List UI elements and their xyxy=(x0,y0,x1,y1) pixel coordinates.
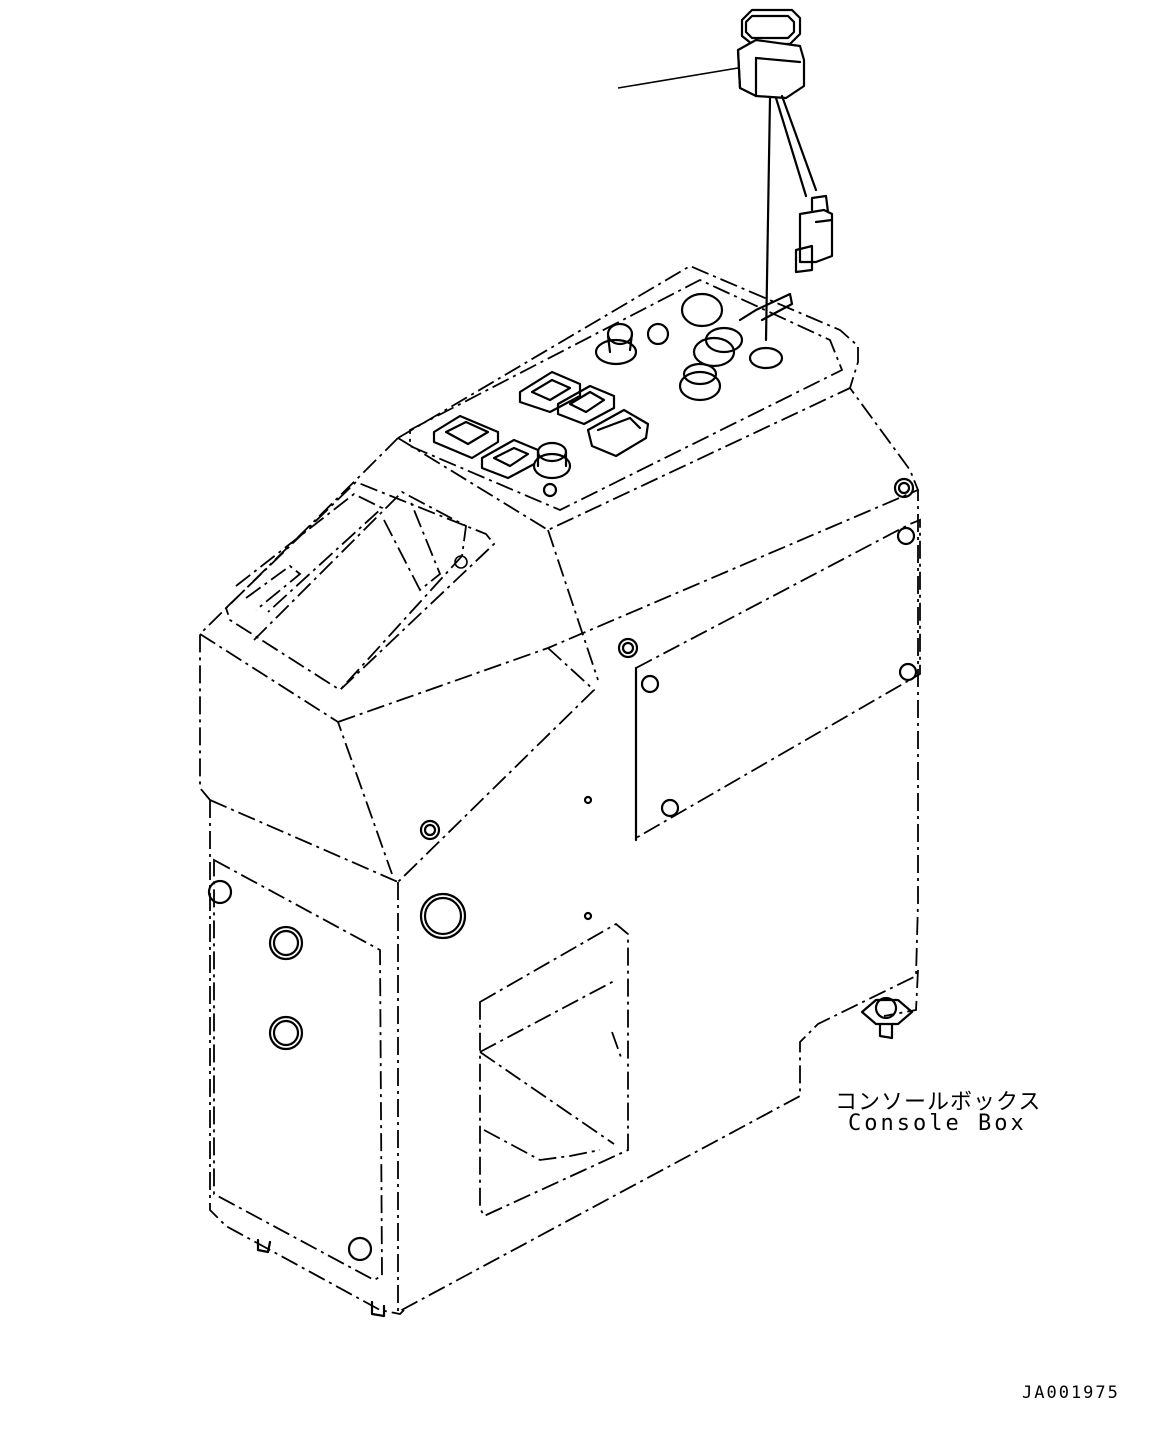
switch-assembly xyxy=(617,8,834,342)
control-panel xyxy=(432,292,794,498)
part-label-jp: コンソールボックス xyxy=(835,1090,1042,1115)
console-box xyxy=(199,264,921,1318)
part-label-en: Console Box xyxy=(848,1111,1027,1136)
drawing-number: JA001975 xyxy=(1022,1383,1120,1403)
leader-line xyxy=(617,67,739,89)
